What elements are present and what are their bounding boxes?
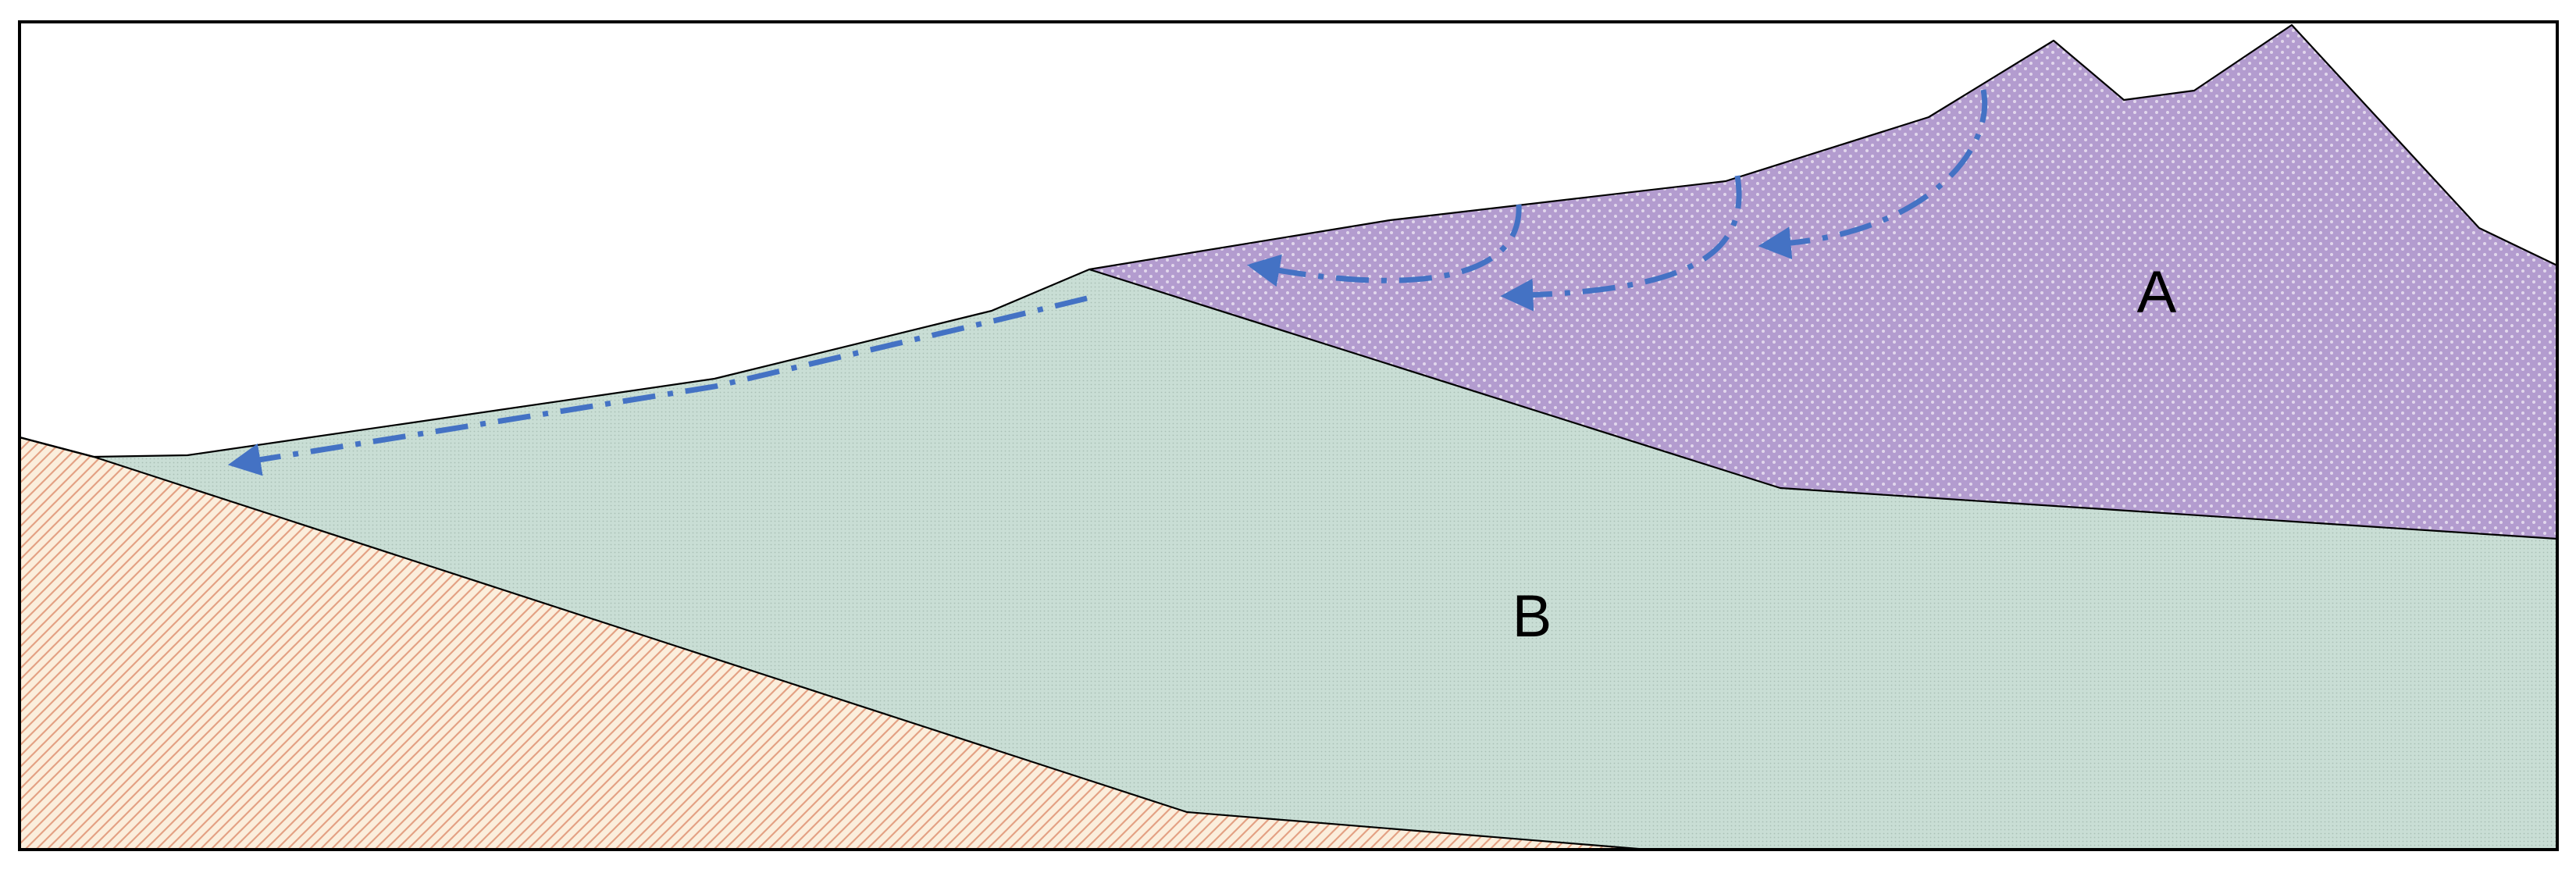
layer-b-base-contact-line bbox=[19, 436, 1648, 851]
region-label-b: B bbox=[1512, 583, 1552, 650]
flow-paths bbox=[227, 89, 1988, 476]
boundary-lines bbox=[19, 23, 2558, 851]
flow-path-upper bbox=[1758, 89, 1988, 260]
flow-path-lower bbox=[1246, 204, 1522, 287]
base-layer bbox=[20, 437, 1648, 850]
region-label-a: A bbox=[2137, 259, 2177, 326]
layer-b bbox=[94, 269, 2557, 850]
layer-b-texture bbox=[94, 269, 2557, 850]
ground-surface-line bbox=[19, 23, 2558, 458]
layer-a-b-contact-line bbox=[1088, 268, 2558, 540]
diagram-frame bbox=[18, 20, 2559, 851]
base-layer-hatch bbox=[20, 437, 1648, 850]
flow-path-slope bbox=[227, 295, 1088, 476]
layer-a-dots bbox=[1089, 25, 2557, 539]
layer-a bbox=[1089, 25, 2557, 539]
flow-path-middle bbox=[1500, 175, 1742, 312]
